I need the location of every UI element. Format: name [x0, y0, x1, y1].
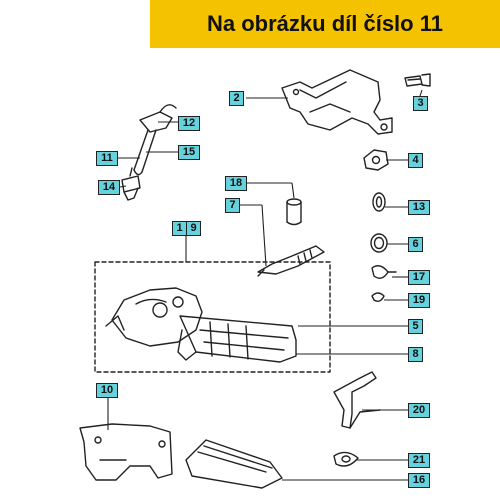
- part-grip-16: [185, 439, 283, 489]
- part-hose-clamp-21: [333, 451, 359, 467]
- part-tag-5: 5: [408, 319, 423, 334]
- part-throttle-assembly: [105, 287, 297, 363]
- part-tag-12: 12: [178, 116, 200, 131]
- part-tag-18: 18: [225, 176, 247, 191]
- part-tag-16: 16: [408, 473, 430, 488]
- part-sensor-14: [121, 167, 141, 201]
- part-tag-21: 21: [408, 453, 430, 468]
- part-clamp-17: [371, 265, 389, 279]
- part-tag-6: 6: [408, 237, 423, 252]
- part-ring-6: [370, 233, 388, 253]
- title-banner: Na obrázku díl číslo 11: [150, 0, 500, 48]
- part-tag-2: 2: [229, 91, 244, 106]
- part-tag-10: 10: [96, 383, 118, 398]
- part-tag-15: 15: [178, 145, 200, 160]
- part-cable-7: [257, 245, 325, 277]
- part-tag-14: 14: [98, 180, 120, 195]
- banner-title: Na obrázku díl číslo 11: [207, 11, 443, 36]
- part-tag-9: 9: [186, 221, 201, 236]
- part-tag-4: 4: [408, 153, 423, 168]
- part-tag-17: 17: [408, 270, 430, 285]
- part-tag-11: 11: [96, 151, 118, 166]
- part-bracket-2: [281, 69, 393, 135]
- part-strap-20: [333, 371, 377, 429]
- part-tag-8: 8: [408, 347, 423, 362]
- part-bracket-plate-10: [79, 423, 173, 481]
- part-clip-19: [371, 292, 385, 303]
- part-switch-12-15: [133, 104, 177, 176]
- part-bolt-3: [404, 73, 431, 87]
- part-tag-19: 19: [408, 293, 430, 308]
- assembly-boundary: [94, 261, 331, 373]
- part-tag-1: 1: [172, 221, 187, 236]
- part-washer-13: [372, 192, 386, 212]
- leader-lines: [107, 89, 423, 481]
- part-tag-13: 13: [408, 200, 430, 215]
- part-tag-3: 3: [413, 96, 428, 111]
- part-tag-20: 20: [408, 403, 430, 418]
- part-grommet-4: [363, 149, 389, 171]
- part-bushing-18: [286, 198, 302, 226]
- part-tag-7: 7: [225, 198, 240, 213]
